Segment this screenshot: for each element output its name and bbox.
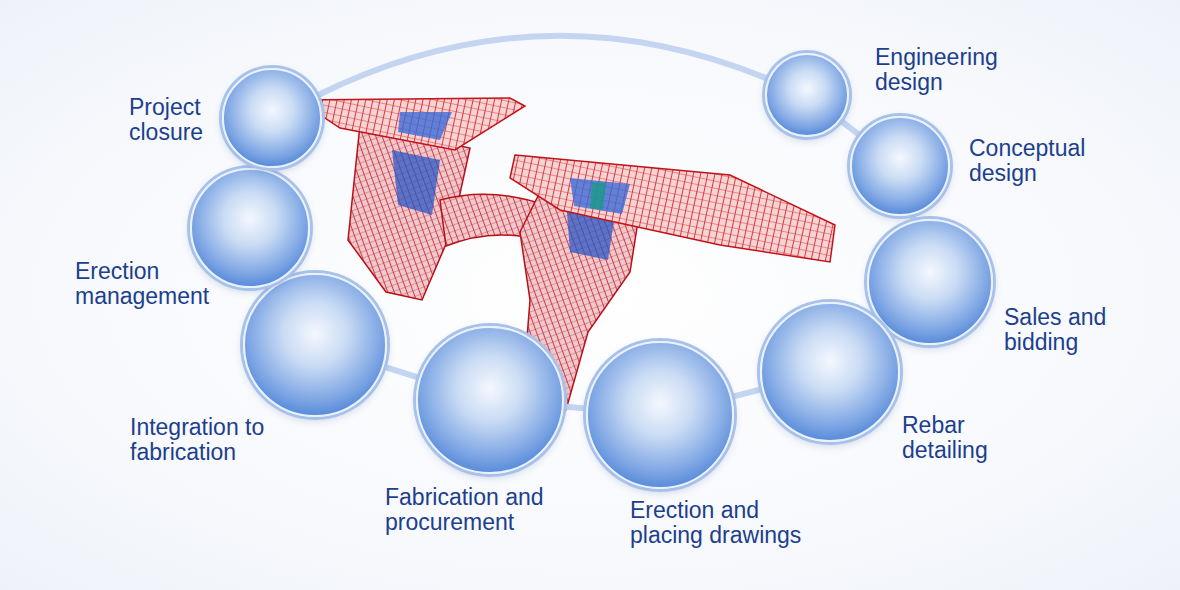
ring-connector <box>564 407 587 409</box>
process-bubble: Fabrication and procurement <box>416 326 564 474</box>
deck-shape <box>510 155 835 262</box>
process-bubble: Erection and placing drawings <box>586 341 734 489</box>
stage-label: Fabrication and procurement <box>385 485 570 535</box>
deck-cage <box>570 178 630 214</box>
stage-label: Project closure <box>129 95 239 145</box>
stage-label: Integration to fabrication <box>130 415 300 465</box>
ring-line <box>384 367 420 378</box>
stage-label: Rebar detailing <box>902 413 1022 463</box>
ring-line <box>840 120 860 135</box>
ring-connector <box>317 36 768 96</box>
deck-shape <box>298 98 525 150</box>
stage-label: Erection management <box>75 259 235 309</box>
ring-connector <box>384 367 420 378</box>
stage-label: Erection and placing drawings <box>630 498 835 548</box>
ring-line <box>317 36 768 96</box>
process-bubble: Sales and bidding <box>867 219 993 345</box>
stage-label: Sales and bidding <box>1004 305 1134 355</box>
stage-label: Engineering design <box>875 45 1025 95</box>
bridge-right-deck <box>510 155 835 262</box>
process-bubble: Integration to fabrication <box>243 273 387 417</box>
process-bubble: Project closure <box>222 68 322 168</box>
ring-connector <box>732 389 762 397</box>
ring-connector <box>840 120 860 135</box>
pier-cage <box>392 150 440 215</box>
process-bubble: Engineering design <box>765 53 849 137</box>
stage-label: Conceptual design <box>969 136 1109 186</box>
ring-line <box>564 407 587 409</box>
process-bubble: Erection management <box>190 168 310 288</box>
deck-cage <box>398 112 452 140</box>
bridge-left-deck <box>298 98 525 150</box>
process-bubble: Conceptual design <box>850 116 950 216</box>
deck-cage <box>590 182 606 210</box>
process-bubble: Rebar detailing <box>760 302 900 442</box>
ring-line <box>732 389 762 397</box>
